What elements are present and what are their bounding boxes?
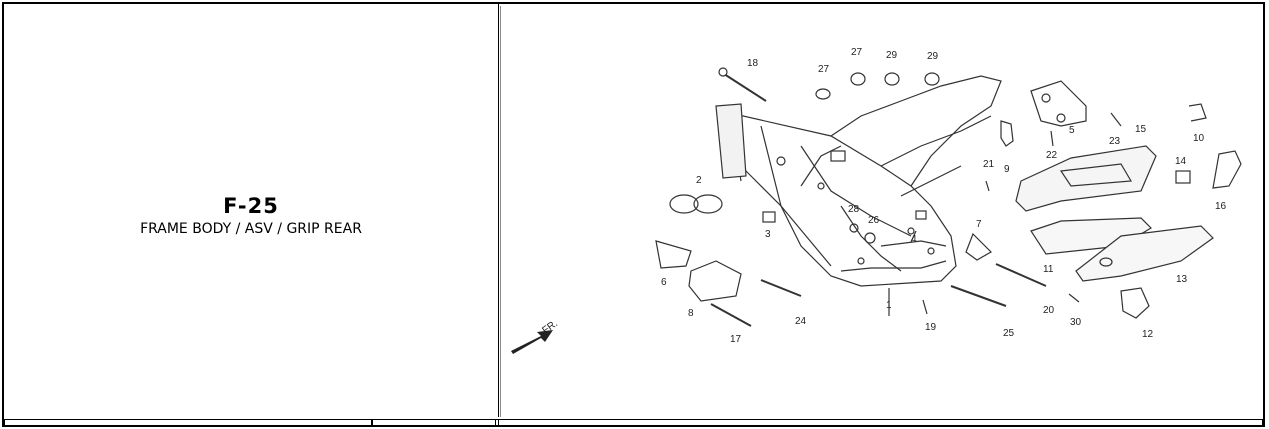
part-label: 29 [886,50,898,61]
bottom-cell-1 [4,420,372,425]
part-label: 22 [1046,150,1058,161]
bottom-cell-3 [498,420,1263,425]
part-label: 5 [1069,125,1075,136]
part-label: 3 [765,229,771,240]
part-label: 28 [848,204,860,215]
part-label: 17 [730,334,742,345]
part-label: 23 [1109,136,1121,147]
front-direction-arrow: FR. [511,318,560,354]
part-label: 8 [688,308,694,319]
part-label: 29 [927,51,939,62]
part-label: 26 [868,215,880,226]
figure-name: FRAME BODY / ASV / GRIP REAR [140,221,362,237]
part-label: 15 [1135,124,1147,135]
cell-divider [498,4,499,417]
title-cell: F-25 FRAME BODY / ASV / GRIP REAR [4,4,498,417]
row-divider [4,419,1263,420]
part-label: 30 [1070,317,1082,328]
part-label: 16 [1215,201,1227,212]
part-number-labels: 18 27 29 29 27 5 23 15 10 22 9 21 14 16 … [661,47,1227,345]
exploded-parts-diagram: FR. 18 27 29 29 27 5 23 15 10 22 9 21 14… [511,47,1242,354]
part-label: 20 [1043,305,1055,316]
part-label: 27 [851,47,863,58]
part-label: 6 [661,277,667,288]
part-label: 13 [1176,274,1188,285]
part-label: 12 [1142,329,1154,340]
part-label: 2 [696,175,702,186]
part-label: 10 [1193,133,1205,144]
part-label: 11 [1043,264,1054,275]
part-label: 14 [1175,156,1187,167]
part-label: 21 [983,159,995,170]
part-label: 25 [1003,328,1015,339]
part-label: 19 [925,322,937,333]
figure-code: F-25 [223,194,279,218]
part-label: 9 [1004,164,1010,175]
part-label: 18 [747,58,759,69]
bottom-cell-2 [372,420,496,425]
part-label: 1 [886,300,892,311]
part-label: 7 [976,219,982,230]
cell-divider-inner [500,6,501,417]
part-label: 27 [818,64,830,75]
part-label: 24 [795,316,807,327]
part-label: 4 [911,234,917,245]
frame-body [720,110,957,287]
